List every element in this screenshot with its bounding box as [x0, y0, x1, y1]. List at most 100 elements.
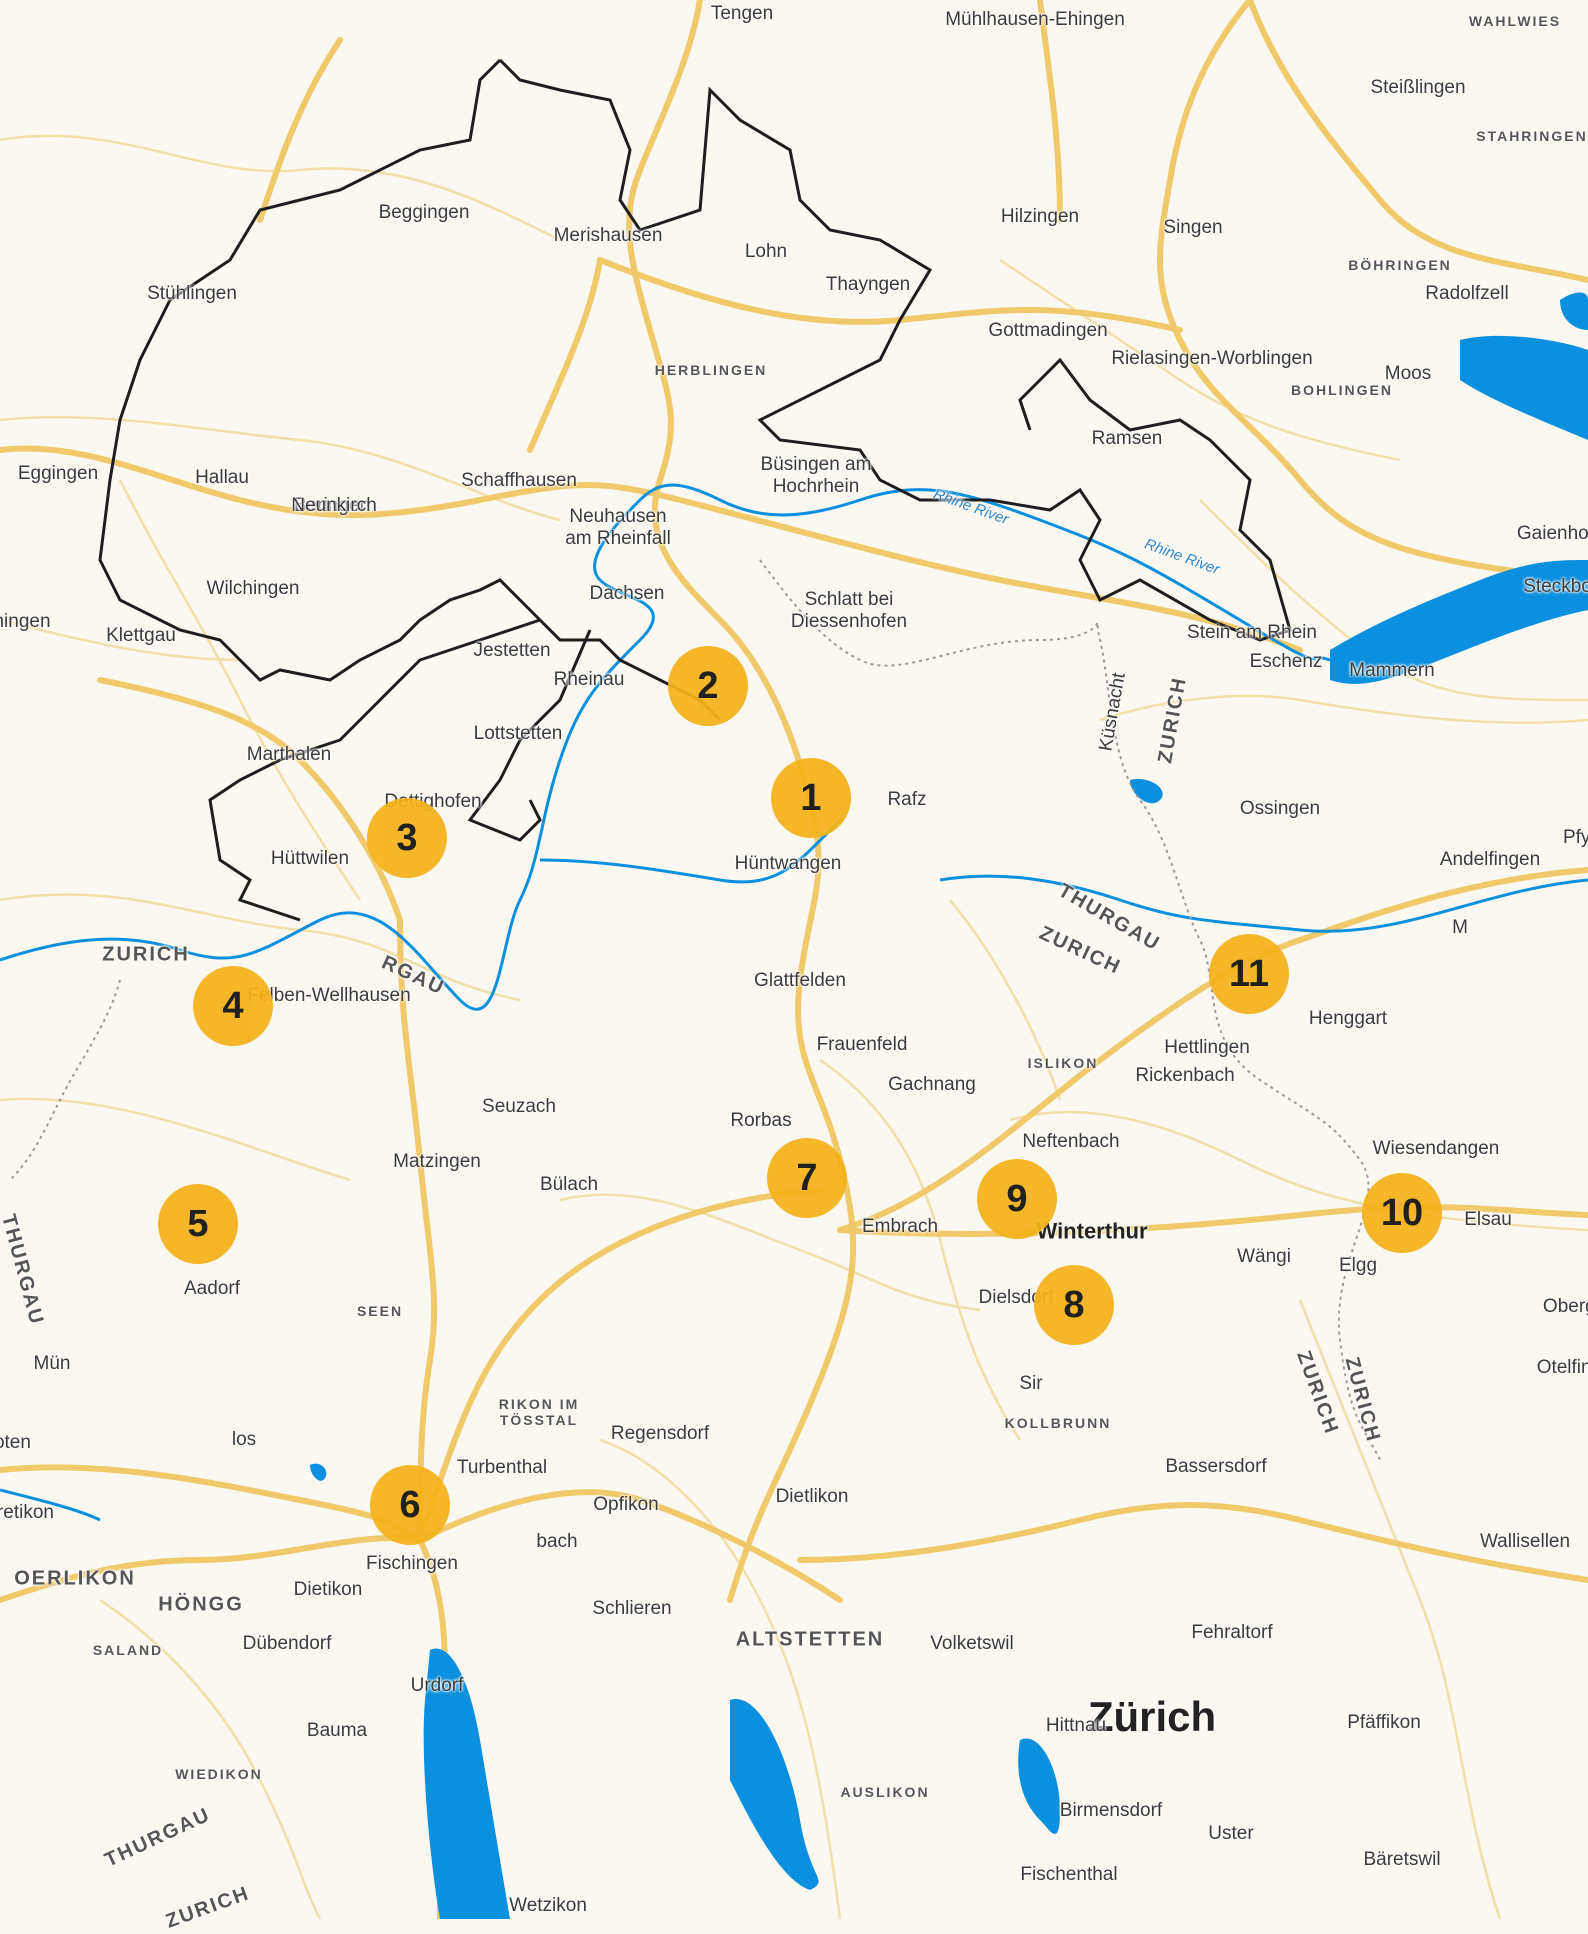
- place-label: Steißlingen: [1370, 77, 1466, 99]
- map-marker-8[interactable]: 8: [1034, 1265, 1114, 1345]
- place-label: Ramsen: [1091, 428, 1163, 450]
- place-label: Schaffhausen: [461, 470, 577, 492]
- place-label: Bauma: [306, 1720, 368, 1742]
- place-label: Pfäffikon: [1347, 1712, 1421, 1734]
- place-label: Gachnang: [888, 1074, 976, 1096]
- place-label: bach: [536, 1531, 578, 1553]
- place-label: Sir: [1019, 1373, 1043, 1395]
- place-label: HERBLINGEN: [654, 361, 768, 378]
- place-label: Jestetten: [473, 640, 551, 662]
- place-label: Merishausen: [553, 225, 663, 247]
- place-label: Neftenbach: [1022, 1131, 1120, 1153]
- region-label: ZURICH: [102, 943, 190, 966]
- place-label: Embrach: [861, 1216, 939, 1238]
- map-marker-2[interactable]: 2: [668, 646, 748, 726]
- place-label: Matzingen: [393, 1151, 481, 1173]
- place-label: Rickenbach: [1135, 1065, 1235, 1087]
- place-label: SEEN: [356, 1302, 404, 1319]
- map-marker-7[interactable]: 7: [767, 1138, 847, 1218]
- place-label: Kloten: [0, 1432, 31, 1454]
- place-label: KOLLBRUNN: [1004, 1414, 1112, 1431]
- place-label: Elgg: [1338, 1255, 1378, 1277]
- place-label: Radolfzell: [1425, 283, 1509, 305]
- place-label: Dachsen: [589, 583, 665, 605]
- place-label: Pfyn: [1562, 827, 1588, 849]
- map-marker-10[interactable]: 10: [1362, 1173, 1442, 1253]
- map-marker-1[interactable]: 1: [771, 758, 851, 838]
- place-label: Uster: [1208, 1823, 1254, 1845]
- place-label: BÖHRINGEN: [1348, 256, 1452, 273]
- place-label: Regensdorf: [610, 1423, 710, 1445]
- place-label: Beringen: [293, 495, 371, 517]
- place-label: Eschenz: [1249, 651, 1323, 673]
- place-label: Elsau: [1464, 1209, 1512, 1231]
- canton-borders: [9, 559, 1381, 1461]
- place-label: Rheinau: [553, 669, 625, 691]
- place-label: Dietlikon: [775, 1486, 849, 1508]
- place-label: Winterthur: [1036, 1218, 1148, 1244]
- map-marker-5[interactable]: 5: [158, 1184, 238, 1264]
- place-label: STAHRINGEN: [1476, 127, 1588, 144]
- place-label: Wängi: [1237, 1246, 1291, 1268]
- place-label: Hallau: [195, 467, 249, 489]
- place-label: Wetzikon: [509, 1895, 587, 1917]
- place-label: Rorbas: [730, 1110, 792, 1132]
- place-label: Mün: [33, 1353, 71, 1375]
- region-label: ALTSTETTEN: [735, 1628, 885, 1651]
- place-label: WIEDIKON: [175, 1765, 263, 1782]
- national-border: [98, 58, 1292, 922]
- place-label: Otelfingen: [1536, 1357, 1588, 1379]
- place-label: Singen: [1163, 217, 1223, 239]
- map-marker-4[interactable]: 4: [193, 966, 273, 1046]
- place-label: Felben-Wellhausen: [247, 985, 411, 1007]
- place-label: Seuzach: [482, 1096, 556, 1118]
- place-label: Hüttwilen: [270, 848, 350, 870]
- map-marker-3[interactable]: 3: [367, 798, 447, 878]
- place-label: Bülach: [539, 1174, 599, 1196]
- place-label: hingen: [0, 611, 51, 633]
- map-marker-9[interactable]: 9: [977, 1159, 1057, 1239]
- place-label: Tengen: [710, 3, 774, 25]
- place-label: Andelfingen: [1439, 849, 1541, 871]
- place-label: los: [231, 1429, 257, 1451]
- place-label: Turbenthal: [456, 1457, 548, 1479]
- place-label: Moos: [1384, 363, 1432, 385]
- place-label: Hilzingen: [1000, 206, 1080, 228]
- place-label: Wilchingen: [206, 578, 300, 600]
- place-label: BOHLINGEN: [1291, 381, 1393, 398]
- place-label: Urdorf: [410, 1675, 464, 1697]
- place-label: Klettgau: [106, 625, 176, 647]
- place-label: Wallisellen: [1479, 1531, 1571, 1553]
- region-label: HÖNGG: [158, 1593, 244, 1616]
- place-label: Fehraltorf: [1191, 1622, 1273, 1644]
- place-label: Dübendorf: [242, 1633, 332, 1655]
- place-label: Stühlingen: [147, 283, 237, 305]
- place-label: Marthalen: [246, 744, 332, 766]
- region-label: OERLIKON: [14, 1567, 136, 1590]
- place-label: Lottstetten: [473, 723, 563, 745]
- water-bodies: [0, 292, 1588, 1919]
- place-label: Fischingen: [366, 1553, 458, 1575]
- place-label: Opfikon: [593, 1494, 659, 1516]
- place-label: Effretikon: [0, 1502, 54, 1524]
- map-marker-11[interactable]: 11: [1209, 934, 1289, 1014]
- place-label: Frauenfeld: [816, 1034, 908, 1056]
- place-label: Henggart: [1308, 1008, 1388, 1030]
- place-label: Mühlhausen-Ehingen: [945, 9, 1125, 31]
- place-label: Stein am Rhein: [1187, 622, 1317, 644]
- place-label: Aadorf: [184, 1278, 240, 1300]
- map-marker-6[interactable]: 6: [370, 1465, 450, 1545]
- place-label: Hettlingen: [1164, 1037, 1250, 1059]
- place-label: Bassersdorf: [1165, 1456, 1267, 1478]
- place-label: Rielasingen-Worblingen: [1111, 348, 1313, 370]
- place-label: Birmensdorf: [1059, 1800, 1163, 1822]
- place-label: Hittnau: [1045, 1715, 1107, 1737]
- place-label: Rafz: [887, 789, 927, 811]
- place-label: Mammern: [1349, 660, 1435, 682]
- place-label: Hüntwangen: [734, 853, 842, 875]
- place-label: Eggingen: [17, 463, 99, 485]
